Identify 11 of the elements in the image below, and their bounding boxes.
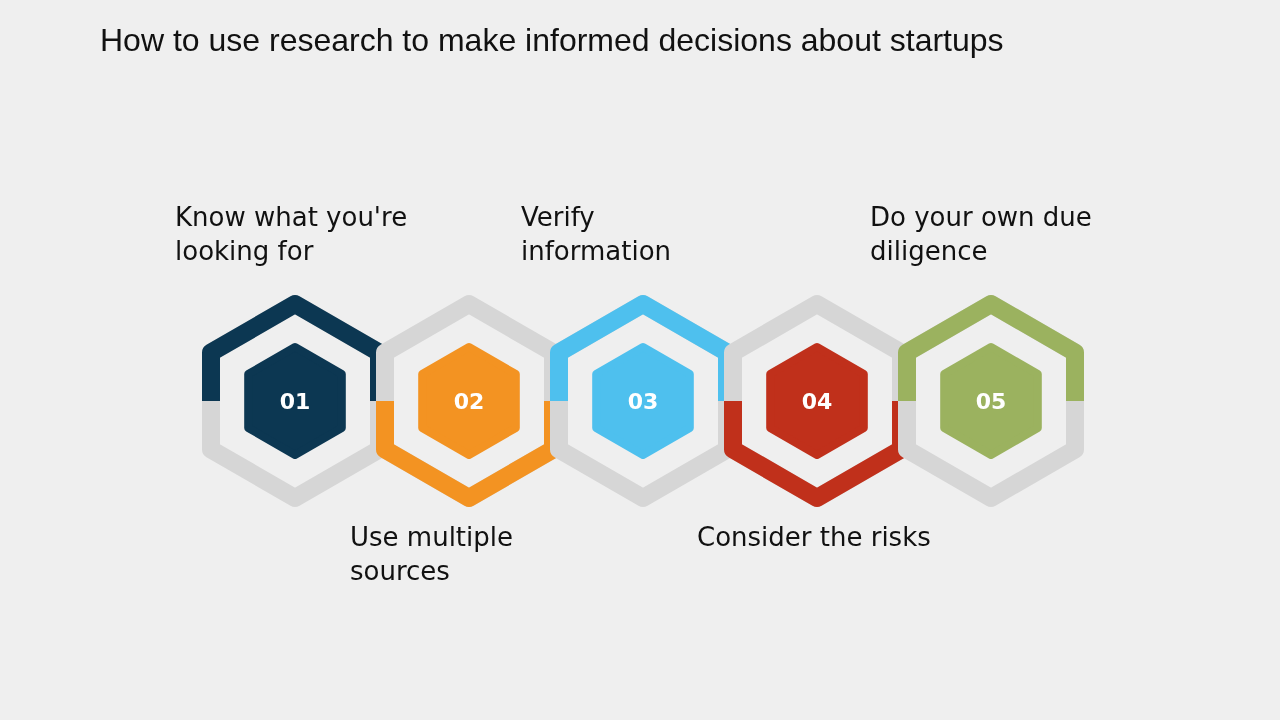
- step-number: 03: [627, 388, 659, 414]
- step-label: Do your own due diligence: [870, 201, 1093, 268]
- step-label: Consider the risks: [697, 521, 932, 554]
- step-number: 02: [453, 388, 485, 414]
- step-label: Know what you're looking for: [175, 201, 409, 268]
- step-label: Verify information: [521, 201, 673, 268]
- step-number: 01: [279, 388, 311, 414]
- step-number: 05: [975, 388, 1007, 414]
- step-number: 04: [801, 388, 833, 414]
- step-label: Use multiple sources: [350, 521, 514, 588]
- diagram-title: How to use research to make informed decisions about startups: [100, 22, 1004, 59]
